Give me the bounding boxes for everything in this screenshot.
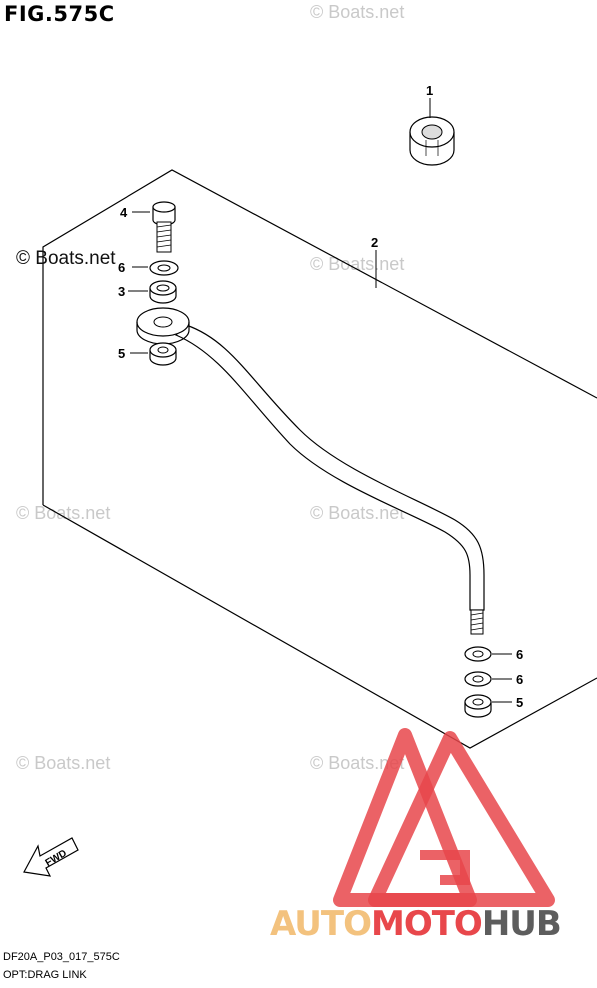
brand-wordmark: AUTOMOTOHUB [270, 904, 562, 944]
brand-part-auto: AUTO [270, 904, 372, 944]
brand-part-hub: HUB [481, 904, 562, 944]
watermark: © Boats.net [310, 503, 405, 523]
callout-6: 6 [516, 672, 524, 687]
callout-6: 6 [118, 260, 126, 275]
option-label: OPT:DRAG LINK [3, 969, 87, 981]
part-lock-nut [464, 694, 492, 718]
part-washer [464, 646, 492, 662]
callout-1: 1 [426, 83, 434, 98]
watermark: © Boats.net [310, 2, 405, 22]
diagram-code: DF20A_P03_017_575C [3, 951, 120, 963]
brand-part-moto: MOTO [370, 904, 483, 944]
callout-6: 6 [516, 647, 524, 662]
part-bushing [149, 280, 177, 304]
figure-title: FIG.575C [4, 2, 115, 26]
watermark: © Boats.net [16, 503, 111, 523]
callout-4: 4 [120, 205, 128, 220]
callout-3: 3 [118, 284, 126, 299]
watermark-main: © Boats.net [16, 248, 116, 269]
part-bolt [152, 201, 176, 253]
diagram-frame-lower [42, 504, 597, 749]
part-washer [464, 671, 492, 687]
fwd-arrow: FWD [23, 837, 79, 877]
callout-5: 5 [118, 346, 126, 361]
part-washer [149, 260, 179, 276]
watermark: © Boats.net [310, 753, 405, 773]
callout-2: 2 [371, 235, 379, 250]
part-drag-link [136, 307, 485, 635]
diagram-frame [42, 169, 597, 505]
part-nut [409, 116, 455, 166]
watermark: © Boats.net [16, 753, 111, 773]
part-lock-nut [149, 342, 177, 366]
callout-5: 5 [516, 695, 524, 710]
brand-logo-icon [333, 728, 555, 907]
fwd-label: FWD [44, 848, 69, 869]
watermark: © Boats.net [310, 254, 405, 274]
